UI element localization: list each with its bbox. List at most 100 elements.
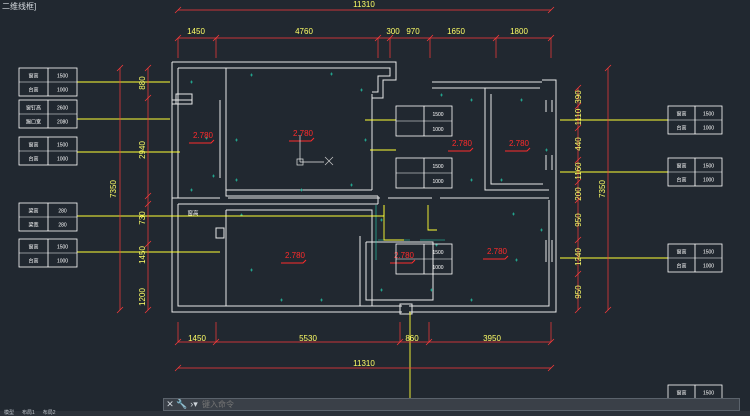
height-marker-line	[390, 259, 416, 264]
detail-mark	[190, 80, 193, 84]
table-cell: 1500	[57, 143, 68, 149]
dim-tick	[174, 6, 182, 14]
dim-text: 7350	[598, 180, 607, 198]
detail-mark	[280, 298, 283, 302]
table-cell: 踢口宽	[26, 119, 41, 126]
dim-text: 11310	[353, 0, 375, 9]
dim-tick	[144, 192, 152, 200]
dim-text: 300	[386, 27, 400, 36]
dim-text: 7350	[109, 180, 118, 198]
dim-text: 440	[574, 137, 583, 151]
ucs-icon	[296, 135, 334, 166]
dim-text: 1110	[574, 108, 583, 125]
detail-mark	[330, 72, 333, 76]
leader-line	[427, 205, 437, 231]
wall-segment	[171, 79, 557, 313]
dim-text: 200	[574, 187, 583, 201]
detail-mark	[380, 218, 383, 222]
dim-text: 1240	[574, 248, 583, 266]
detail-mark	[300, 188, 303, 192]
dim-tick	[574, 84, 582, 92]
small-label: 窗高	[187, 209, 199, 217]
dim-text: 1450	[188, 334, 206, 343]
leader-line	[409, 312, 668, 401]
detail-mark	[250, 268, 253, 272]
table-cell: 窗高	[28, 142, 38, 149]
table-cell: 1500	[432, 112, 443, 118]
height-marker-line	[505, 147, 531, 152]
dim-text: 860	[405, 334, 419, 343]
viewport-label[interactable]: 二维线框]	[2, 2, 37, 11]
wall-segment	[371, 94, 379, 204]
table-cell: 窗高	[28, 73, 38, 80]
layout-tabs: 模型 布局1 布局2	[0, 411, 750, 416]
detail-mark	[470, 298, 473, 302]
floor-plan-walls	[171, 61, 557, 315]
dim-tick	[174, 364, 182, 372]
command-line[interactable]: ✕ 🔧 ›▾	[163, 398, 740, 411]
tab-layout2[interactable]: 布局2	[42, 410, 56, 416]
detail-mark	[320, 298, 323, 302]
dim-tick	[116, 64, 124, 72]
detail-mark	[212, 174, 215, 178]
wall-segment	[359, 236, 434, 306]
wall-segment	[177, 200, 550, 307]
table-cell: 窗高	[676, 163, 686, 170]
dim-tick	[574, 156, 582, 164]
dim-tick	[574, 270, 582, 278]
height-mark: 2.780	[394, 251, 415, 260]
table-cell: 1000	[432, 127, 443, 133]
detail-mark	[190, 188, 193, 192]
close-icon[interactable]: ✕	[166, 399, 174, 409]
dim-text: 1450	[138, 246, 147, 264]
dim-tick	[547, 6, 555, 14]
detail-mark	[515, 258, 518, 262]
door-opening	[399, 303, 413, 315]
detail-mark	[512, 212, 515, 216]
detail-mark	[205, 136, 208, 140]
detail-mark	[350, 183, 353, 187]
dim-tick	[144, 64, 152, 72]
table-cell: 1000	[57, 88, 68, 94]
dim-tick	[144, 200, 152, 208]
height-mark: 2.780	[293, 129, 314, 138]
table-cell: 台高	[676, 125, 686, 132]
wall-segment	[178, 67, 391, 93]
table-cell: 1000	[432, 179, 443, 185]
tab-layout1[interactable]: 布局1	[22, 410, 35, 416]
wall-segment	[172, 68, 220, 205]
wall-segment	[219, 100, 227, 178]
table-cell: 1000	[57, 157, 68, 163]
table-cell: 台高	[676, 177, 686, 184]
dim-tick	[604, 306, 612, 314]
detail-mark	[235, 178, 238, 182]
command-input[interactable]	[200, 399, 739, 410]
dim-text: 2940	[138, 141, 147, 159]
table-cell: 1000	[57, 259, 68, 265]
command-arrow-icon[interactable]: ›▾	[190, 399, 198, 409]
detail-mark	[430, 288, 433, 292]
table-cell: 2600	[57, 106, 68, 112]
height-marker-line	[289, 137, 315, 142]
table-cell: 窗高	[28, 244, 38, 251]
dim-text: 730	[138, 211, 147, 225]
dim-text: 3950	[483, 334, 501, 343]
dim-text: 11310	[353, 359, 375, 368]
tab-model[interactable]: 模型	[4, 410, 15, 416]
dim-text: 970	[406, 27, 420, 36]
dim-tick	[574, 306, 582, 314]
wall-opening	[215, 227, 225, 239]
table-cell: 280	[58, 223, 67, 229]
table-cell: 梁高	[28, 208, 38, 215]
wrench-icon[interactable]: 🔧	[176, 399, 188, 409]
wall-opening	[175, 93, 193, 105]
